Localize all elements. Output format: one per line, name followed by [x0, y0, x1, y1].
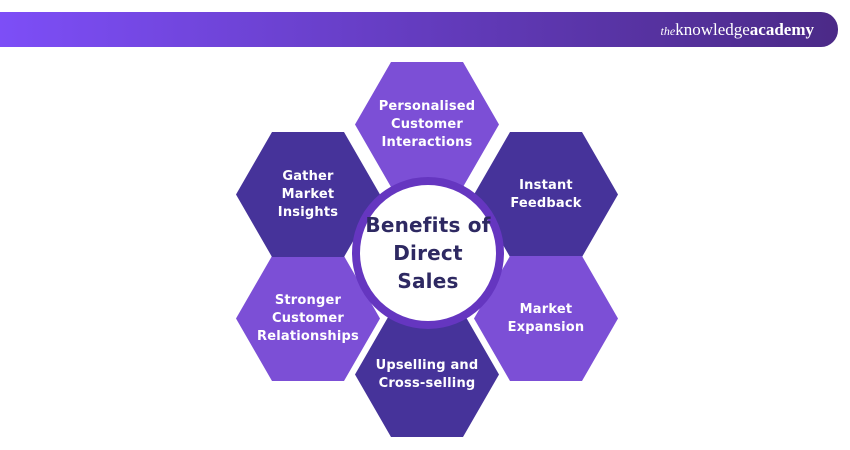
logo-the: the [660, 24, 676, 38]
brand-logo: theknowledgeacademy [661, 21, 814, 38]
hexagon-label: Upselling and Cross-selling [375, 357, 479, 391]
hexagon-label: Personalised Customer Interactions [378, 98, 476, 150]
hexagon-personalised-customer-interactions: Personalised Customer Interactions [355, 62, 499, 187]
hexagon-label: Stronger Customer Relationships [256, 292, 359, 344]
hexagon-upselling-and-cross-selling: Upselling and Cross-selling [355, 312, 499, 437]
logo-knowledge: knowledge [675, 20, 750, 39]
hexagon-label: Gather Market Insights [277, 168, 339, 220]
diagram-title: Benefits of Direct Sales [365, 213, 491, 293]
hexagon-label: Instant Feedback [510, 177, 582, 211]
header-bar: theknowledgeacademy [0, 12, 838, 47]
logo-academy: academy [749, 20, 814, 39]
center-circle: Benefits of Direct Sales [352, 177, 504, 329]
hexagon-label: Market Expansion [507, 301, 585, 335]
